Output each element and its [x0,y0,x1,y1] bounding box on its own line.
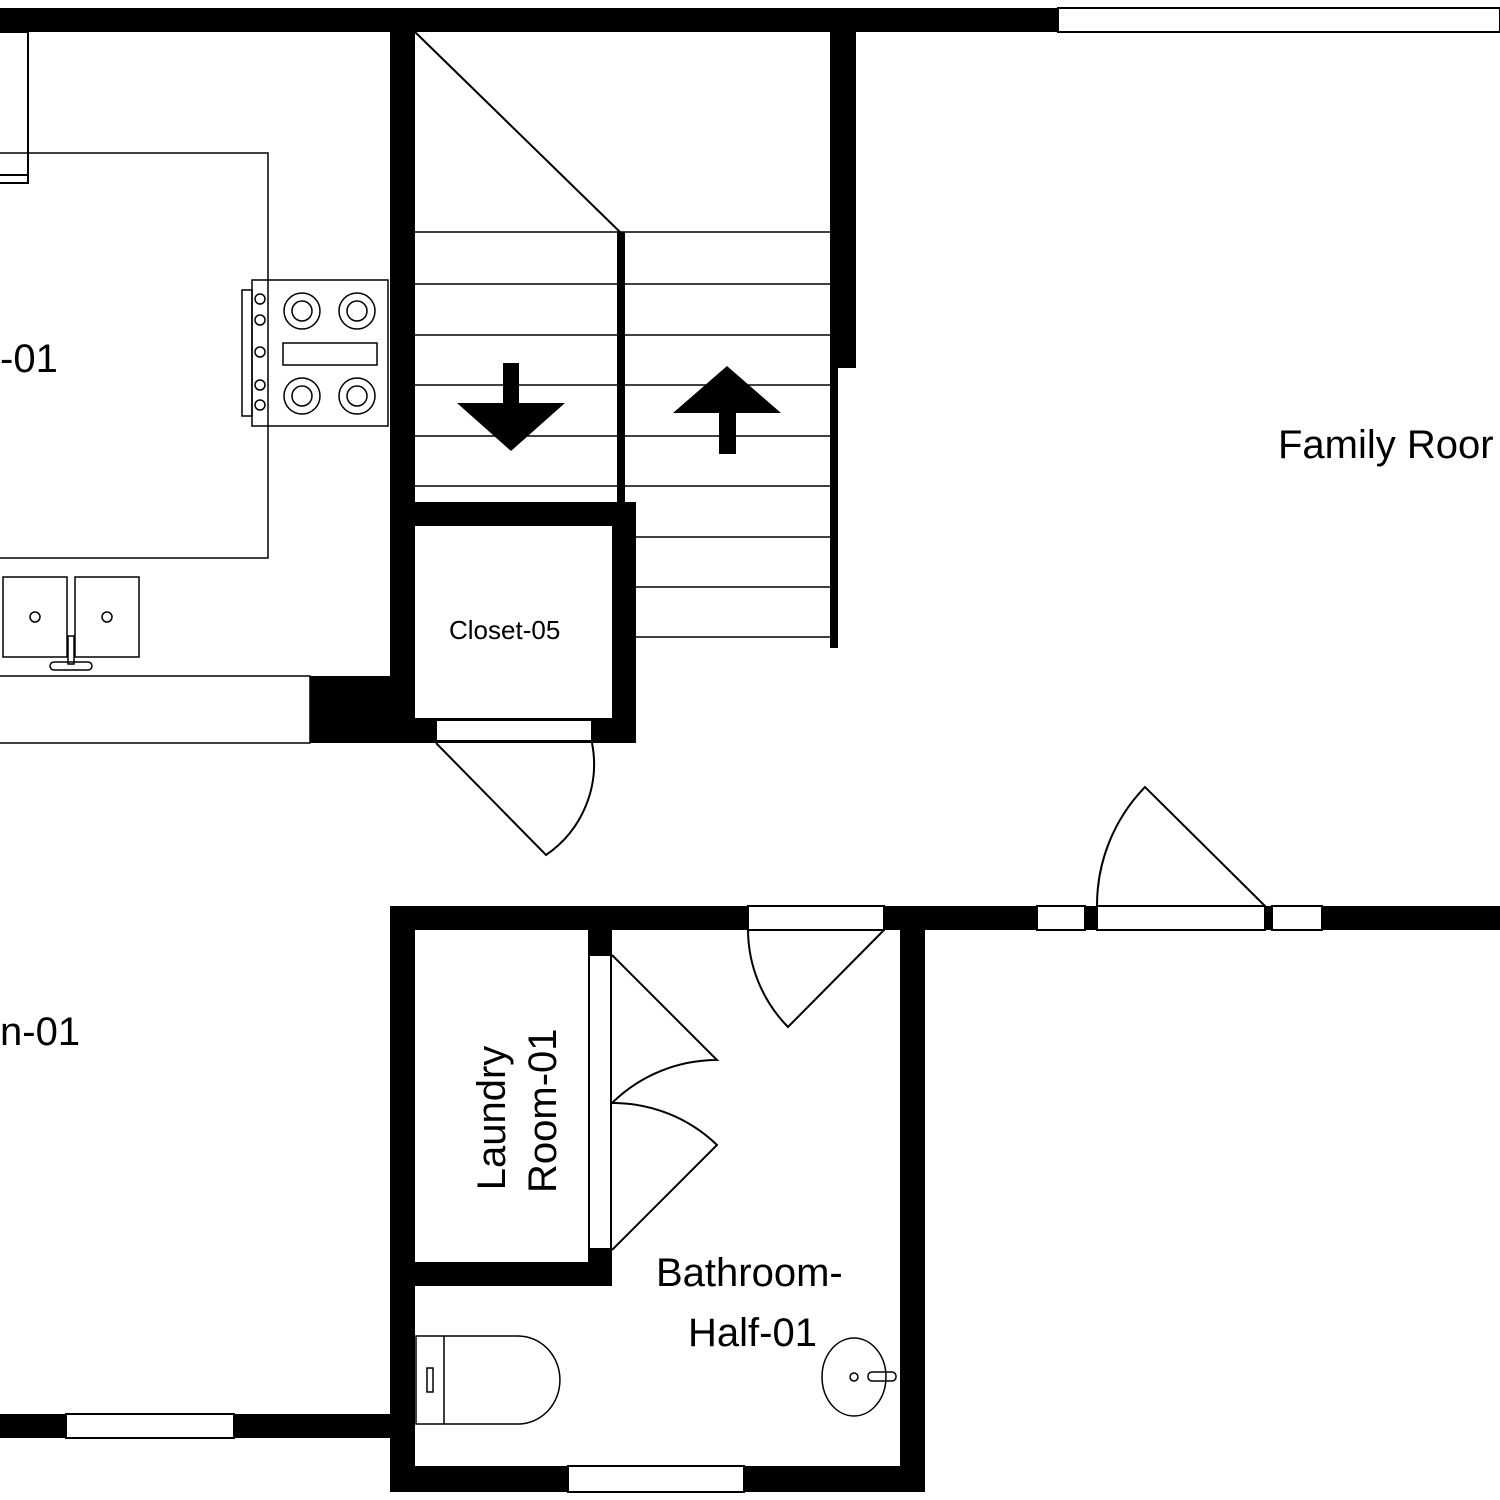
laundry-doors[interactable] [611,954,720,1251]
bath-door-frame [747,905,885,931]
stove-icon [241,279,389,427]
kitchen-island [0,152,269,559]
counter-end-block [310,676,390,743]
living-room-label: n-01 [0,1010,81,1054]
stair-right-rail [830,368,838,648]
family-room-door[interactable] [1095,785,1266,907]
laundry-bath-walls [390,906,925,1492]
family-door-frame [1096,905,1266,931]
bathroom-label-line1: Bathroom- [656,1251,843,1295]
kitchen-label: -01 [0,337,58,381]
bathroom-label-line2: Half-01 [688,1311,817,1355]
bathroom-sink-icon [821,1337,897,1417]
stair-up-arrow-icon [673,366,781,454]
stair-down-arrow-icon [457,363,565,451]
middle-wall [390,905,1500,931]
staircase [414,31,830,638]
lower-counter [0,675,311,744]
laundry-door-frame [588,954,612,1250]
top-wall [0,7,1500,33]
laundry-room-label-2: Room-01 [498,1028,588,1193]
bathroom-door[interactable] [747,929,885,1029]
laundry-label-line2: Room-01 [521,1028,565,1193]
top-right-window [1057,7,1500,33]
closet-label: Closet-05 [449,615,561,645]
closet-door-frame [435,719,593,742]
stair-left-wall [390,8,415,743]
bottom-left-wall [0,1413,390,1439]
bath-window [567,1465,745,1493]
closet-door[interactable] [435,742,595,857]
upper-cabinet [0,31,29,184]
double-sink-icon [2,576,140,671]
stair-right-wall [830,8,856,368]
toilet-icon [415,1335,561,1425]
family-room-label: Family Roor [1278,423,1494,467]
